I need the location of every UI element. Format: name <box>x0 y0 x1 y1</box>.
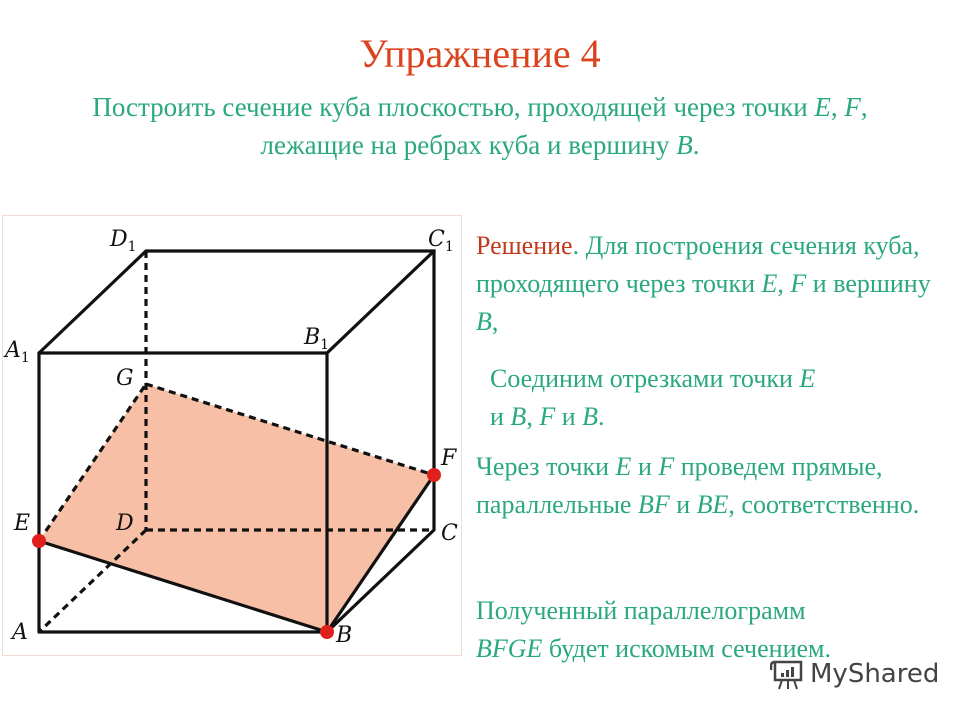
step-text: проведем прямые, параллельные <box>476 452 883 519</box>
point-f <box>427 468 441 482</box>
point-f-ref: F <box>844 92 861 122</box>
label-d: D <box>115 511 134 536</box>
segment-be-ref: BE <box>696 490 729 519</box>
task-text: лежащие на ребрах куба и вершину <box>260 130 677 160</box>
label-c: C <box>441 521 458 546</box>
cube-section-diagram: D1 C1 A1 B1 G F E D C A B <box>3 227 458 648</box>
step-text: и <box>555 402 583 431</box>
point-e-ref: E <box>799 364 816 393</box>
point-f-ref: F <box>658 452 675 481</box>
watermark-text: MyShared <box>810 659 940 689</box>
step-text: и <box>669 490 697 519</box>
separator: , <box>526 402 540 431</box>
step-text: Через точки <box>476 452 616 481</box>
label-d1: D1 <box>109 227 137 255</box>
punct: . <box>598 402 605 431</box>
task-statement: Построить сечение куба плоскостью, прохо… <box>0 88 960 164</box>
point-e-ref: E <box>615 452 632 481</box>
separator: , <box>777 269 791 298</box>
point-e-ref: E <box>761 269 778 298</box>
step-text: Соединим отрезками точки <box>490 364 800 393</box>
label-b1: B1 <box>303 325 329 353</box>
step-text: и <box>631 452 659 481</box>
label-g: G <box>116 366 134 391</box>
watermark: MyShared <box>770 656 939 692</box>
point-b-ref: B <box>510 402 527 431</box>
point-f-ref: F <box>790 269 807 298</box>
label-c1: C1 <box>428 227 454 255</box>
cube-figure: D1 C1 A1 B1 G F E D C A B <box>2 215 462 656</box>
label-a1: A1 <box>3 338 30 366</box>
solution-text: Для построения сечения куба, проходящего… <box>476 231 920 298</box>
punct: . <box>572 231 580 260</box>
parallelogram-ref: BFGE <box>476 634 543 663</box>
hidden-edges <box>37 251 435 634</box>
separator: , <box>830 92 845 122</box>
task-line-2: лежащие на ребрах куба и вершину B. <box>0 126 960 164</box>
solution-step-1: Соединим отрезками точки E и B, F и B. <box>490 360 950 436</box>
label-f: F <box>440 446 457 471</box>
point-e <box>32 534 46 548</box>
solution-text: и вершину <box>806 269 931 298</box>
step-text: , соответственно. <box>728 490 920 519</box>
segment-bf-ref: BF <box>637 490 670 519</box>
point-b-ref: B <box>582 402 599 431</box>
solution-label: Решение <box>476 231 573 260</box>
solution-conclusion: Полученный параллелограмм BFGE будет иск… <box>476 592 956 668</box>
label-b: B <box>335 623 352 648</box>
slide-title: Упражнение 4 <box>359 31 601 76</box>
presentation-board-icon <box>770 660 803 690</box>
solution-step-2: Через точки E и F проведем прямые, парал… <box>476 448 956 524</box>
task-line-1: Построить сечение куба плоскостью, прохо… <box>0 88 960 126</box>
point-b <box>320 625 334 639</box>
point-b-ref: B <box>476 307 492 336</box>
conclusion-text: Полученный параллелограмм <box>476 596 806 625</box>
section-bfge <box>39 384 434 632</box>
conclusion-text: будет искомым сечением. <box>542 634 831 663</box>
point-e-ref: E <box>814 92 831 122</box>
step-text: и <box>490 402 511 431</box>
label-a: A <box>10 620 28 645</box>
label-e: E <box>13 511 30 536</box>
solution-intro: Решение. Для построения сечения куба, пр… <box>476 227 956 341</box>
punct: , <box>491 307 499 336</box>
point-f-ref: F <box>539 402 556 431</box>
punct: . <box>692 130 700 160</box>
point-b-ref: B <box>676 130 693 160</box>
punct: , <box>860 92 868 122</box>
task-text: Построить сечение куба плоскостью, прохо… <box>92 92 815 122</box>
